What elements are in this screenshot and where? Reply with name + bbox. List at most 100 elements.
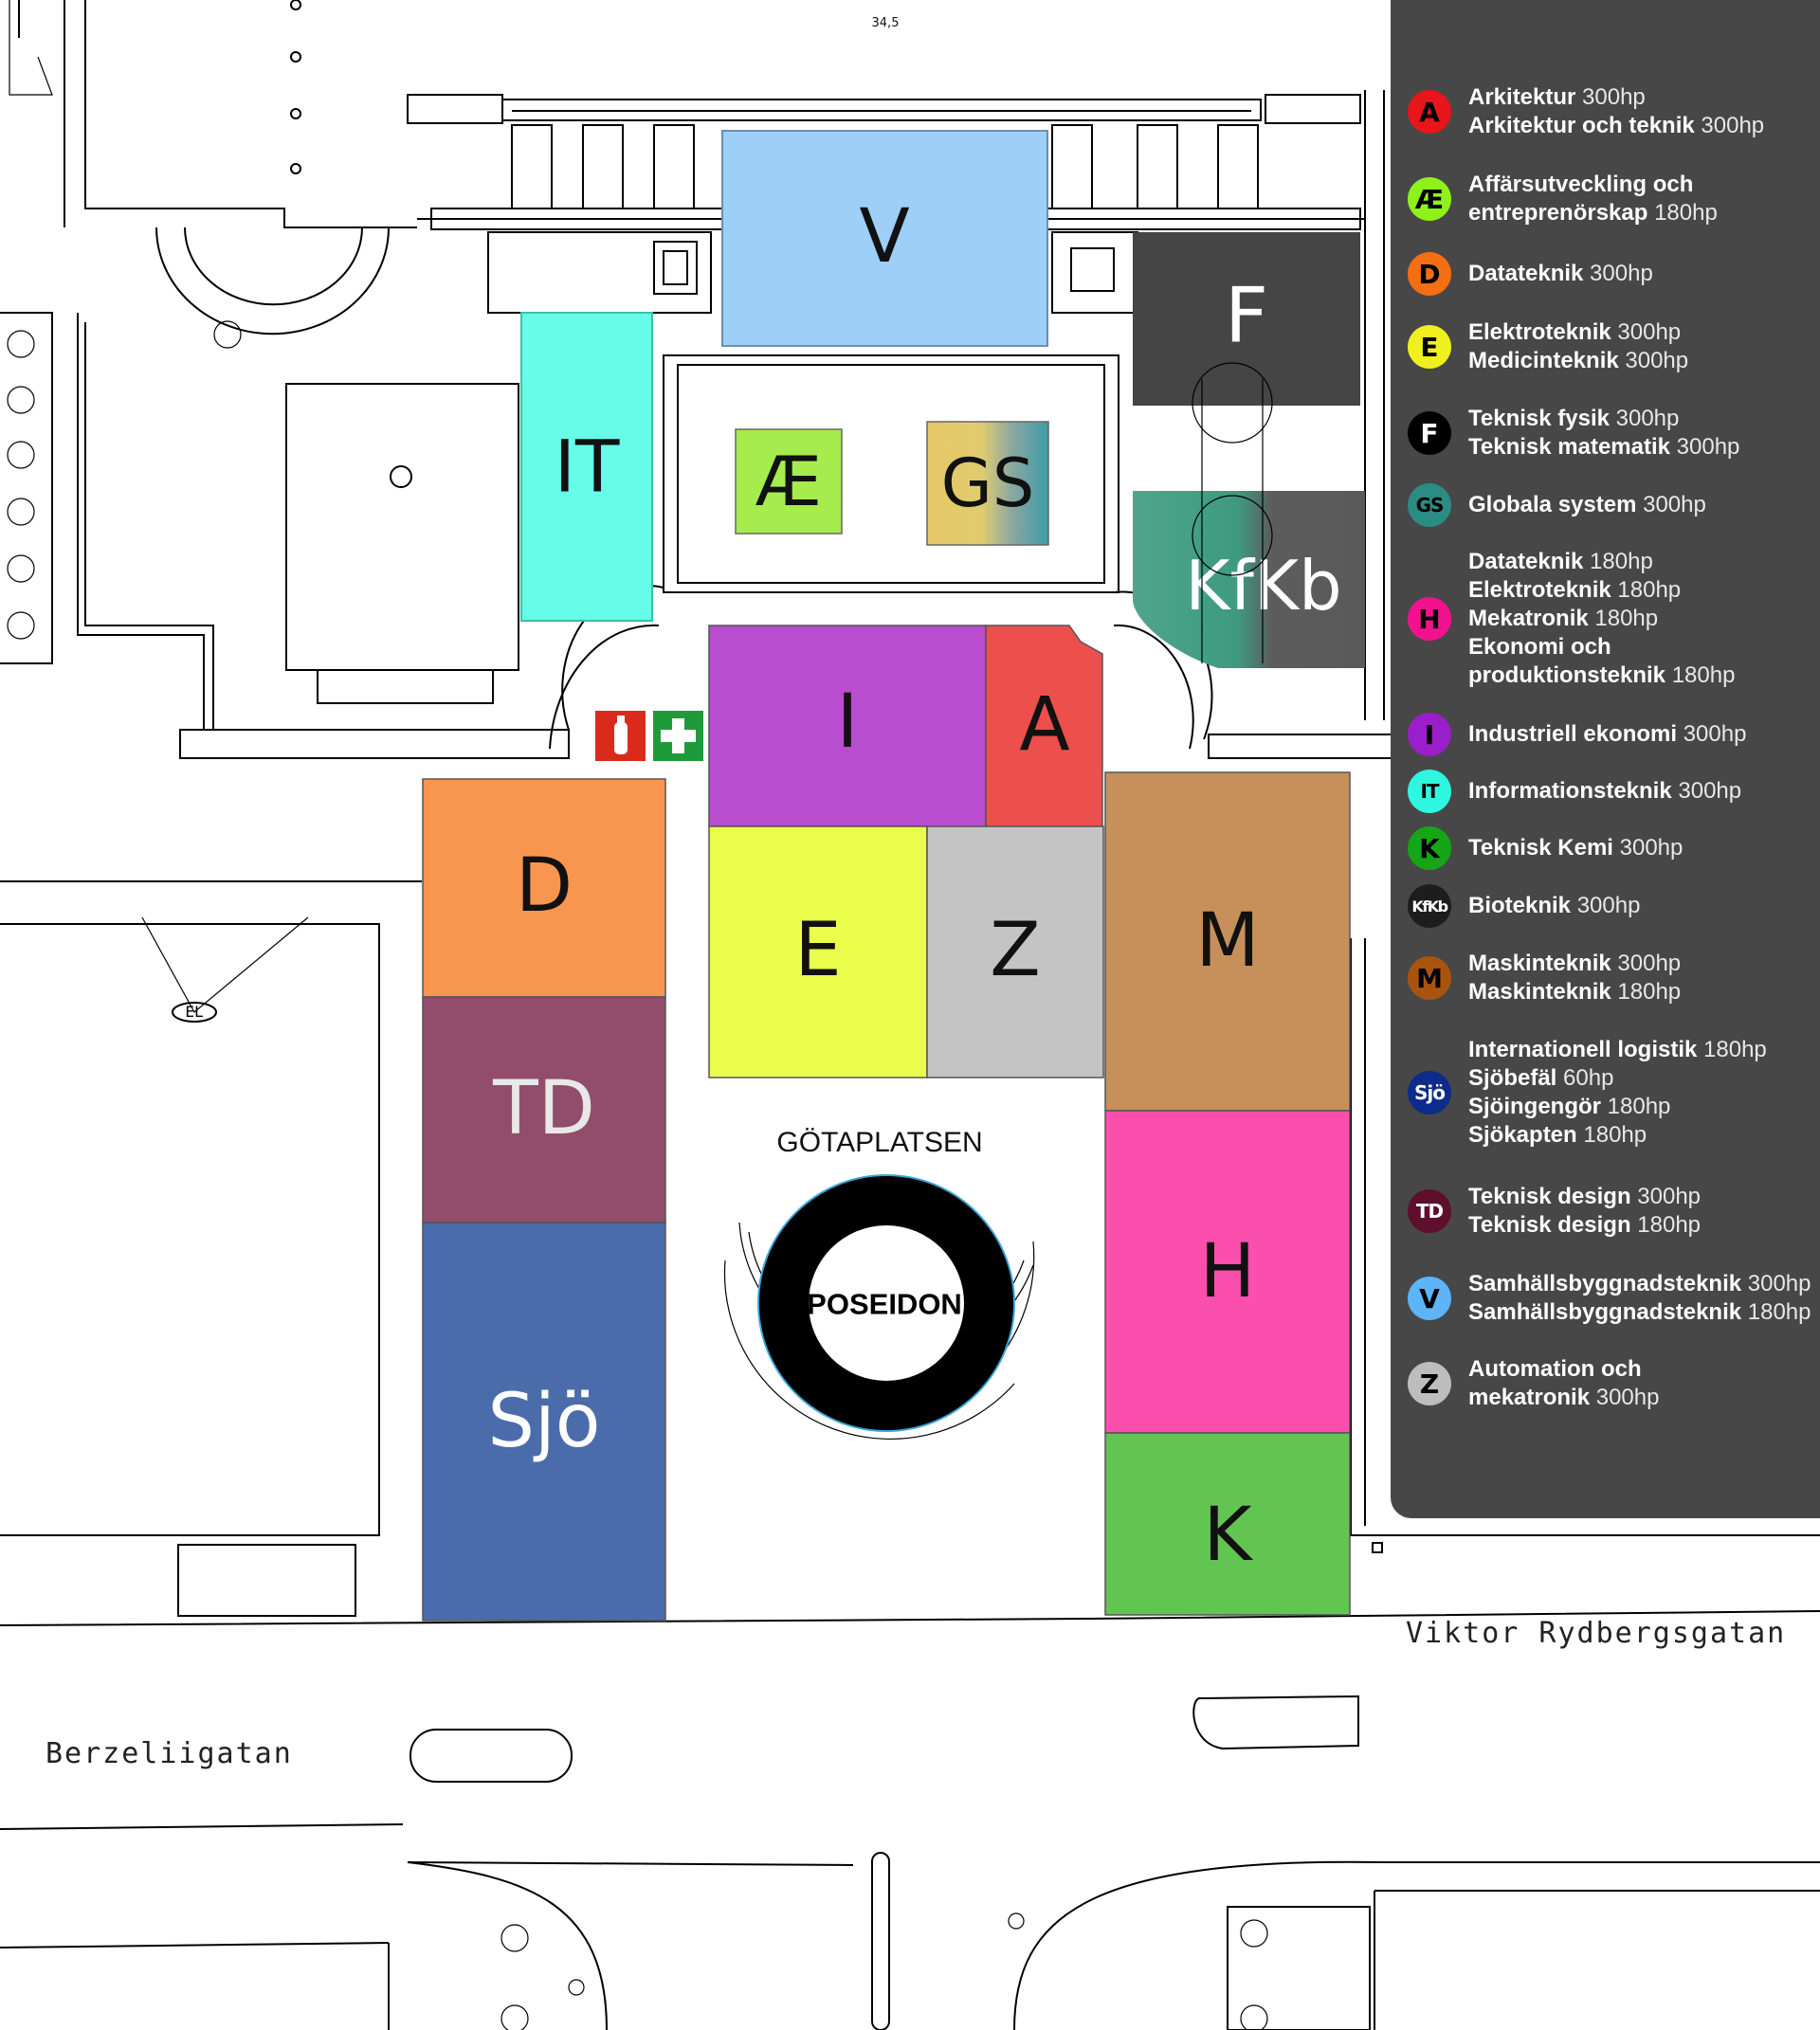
zone-label-H: H — [1200, 1229, 1256, 1314]
zone-IT[interactable] — [520, 312, 653, 622]
legend-line: Teknisk design 180hp — [1468, 1211, 1701, 1240]
program-name: Elektroteknik — [1468, 577, 1611, 603]
zone-TD[interactable] — [422, 996, 666, 1223]
legend-line: Maskinteknik 180hp — [1468, 978, 1681, 1006]
square-name: GÖTAPLATSEN — [776, 1127, 982, 1158]
legend-item-it: IT Informationsteknik 300hp — [1408, 770, 1815, 813]
legend-line: Datateknik 180hp — [1468, 548, 1735, 576]
legend-line: Medicinteknik 300hp — [1468, 347, 1688, 375]
program-name: Elektroteknik — [1468, 319, 1611, 345]
program-name: Teknisk design — [1468, 1212, 1631, 1238]
program-credits: 180hp — [1576, 1122, 1647, 1148]
zone-label-V: V — [859, 194, 909, 280]
legend-badge-d: D — [1408, 252, 1451, 296]
program-name: Globala system — [1468, 492, 1637, 517]
zone-label-AE: Æ — [755, 442, 822, 521]
zone-E[interactable] — [708, 825, 928, 1078]
street-viktor-rydbergsgatan: Viktor Rydbergsgatan — [1406, 1617, 1786, 1650]
legend-item-kfkb: KfKb Bioteknik 300hp — [1408, 884, 1815, 928]
program-name: Sjöbefäl — [1468, 1065, 1557, 1091]
program-name: Industriell ekonomi — [1468, 721, 1678, 747]
fire-extinguisher-icon — [595, 711, 646, 761]
tree-outline-icons — [1192, 362, 1273, 663]
program-name: Teknisk design — [1468, 1184, 1631, 1209]
program-credits: 300hp — [1670, 434, 1740, 460]
legend-line: Teknisk Kemi 300hp — [1468, 834, 1683, 862]
program-name: Affärsutveckling och — [1468, 172, 1694, 197]
legend-badge-kfkb: KfKb — [1408, 884, 1451, 928]
legend-badge-æ: Æ — [1408, 177, 1451, 221]
program-name: Ekonomi och — [1468, 634, 1611, 660]
program-name: Mekatronik — [1468, 606, 1589, 631]
program-credits: 180hp — [1647, 200, 1718, 226]
legend-line: Teknisk design 300hp — [1468, 1183, 1701, 1211]
zone-V[interactable] — [721, 130, 1048, 347]
poseidon-fountain: POSEIDON — [723, 1174, 1035, 1440]
program-name: Automation och — [1468, 1356, 1642, 1382]
program-name: Bioteknik — [1468, 893, 1572, 918]
poseidon-label: POSEIDON — [807, 1288, 962, 1321]
legend-badge-k: K — [1408, 826, 1451, 870]
legend-line: Informationsteknik 300hp — [1468, 777, 1741, 806]
legend-line: Sjökapten 180hp — [1468, 1121, 1767, 1150]
program-name: Medicinteknik — [1468, 348, 1619, 373]
program-credits: 300hp — [1618, 348, 1689, 373]
legend-badge-z: Z — [1408, 1362, 1451, 1405]
program-credits: 300hp — [1630, 1184, 1702, 1209]
program-name: Teknisk Kemi — [1468, 835, 1613, 861]
program-name: Maskinteknik — [1468, 951, 1611, 976]
program-credits: 300hp — [1671, 778, 1742, 804]
program-name: Sjöingengör — [1468, 1094, 1601, 1119]
program-credits: 300hp — [1575, 84, 1646, 110]
legend-badge-td: TD — [1408, 1189, 1451, 1233]
zone-label-Z: Z — [990, 908, 1040, 993]
legend-line: Samhällsbyggnadsteknik 180hp — [1468, 1298, 1811, 1327]
zone-Z[interactable] — [926, 825, 1104, 1078]
program-credits: 180hp — [1697, 1037, 1767, 1062]
zone-Sjo[interactable] — [422, 1222, 666, 1622]
zone-H[interactable] — [1104, 1110, 1351, 1434]
program-credits: 300hp — [1571, 893, 1641, 918]
legend-badge-it: IT — [1408, 770, 1451, 813]
legend-badge-f: F — [1408, 411, 1451, 455]
legend-line: mekatronik 300hp — [1468, 1384, 1659, 1412]
zone-F[interactable] — [1133, 232, 1360, 406]
program-credits: 300hp — [1612, 835, 1684, 861]
zone-M[interactable] — [1104, 771, 1351, 1112]
program-name: Sjökapten — [1468, 1122, 1577, 1148]
legend-line: Affärsutveckling och — [1468, 171, 1718, 199]
program-credits: 180hp — [1741, 1299, 1811, 1325]
legend-line: produktionsteknik 180hp — [1468, 662, 1735, 690]
legend-line: Elektroteknik 300hp — [1468, 318, 1688, 347]
program-credits: 300hp — [1741, 1271, 1811, 1296]
zones: V IT Æ GS F KfKb I A E Z D TD Sjö M H K — [422, 130, 1365, 1622]
program-name: Teknisk matematik — [1468, 434, 1670, 460]
zone-label-GS: GS — [941, 444, 1035, 522]
program-name: Maskinteknik — [1468, 979, 1611, 1005]
zone-K[interactable] — [1104, 1432, 1351, 1616]
legend-line: Maskinteknik 300hp — [1468, 950, 1681, 978]
bollard-dots — [290, 0, 301, 174]
stairs — [407, 94, 1361, 209]
zone-D[interactable] — [422, 778, 666, 998]
zone-GS[interactable] — [926, 421, 1049, 546]
zone-label-A: A — [1019, 682, 1069, 768]
legend-line: Bioteknik 300hp — [1468, 892, 1640, 920]
zone-label-M: M — [1195, 898, 1259, 984]
program-credits: 300hp — [1677, 721, 1747, 747]
elevation-label: 34,5 — [872, 16, 900, 30]
zone-KfKb[interactable] — [1133, 491, 1365, 668]
program-credits: 60hp — [1556, 1065, 1614, 1091]
zone-label-K: K — [1203, 1493, 1253, 1578]
zone-label-D: D — [516, 843, 573, 929]
legend-line: Globala system 300hp — [1468, 491, 1706, 519]
legend-line: Elektroteknik 180hp — [1468, 576, 1735, 605]
zone-AE[interactable] — [735, 428, 843, 535]
program-credits: 180hp — [1611, 577, 1682, 603]
